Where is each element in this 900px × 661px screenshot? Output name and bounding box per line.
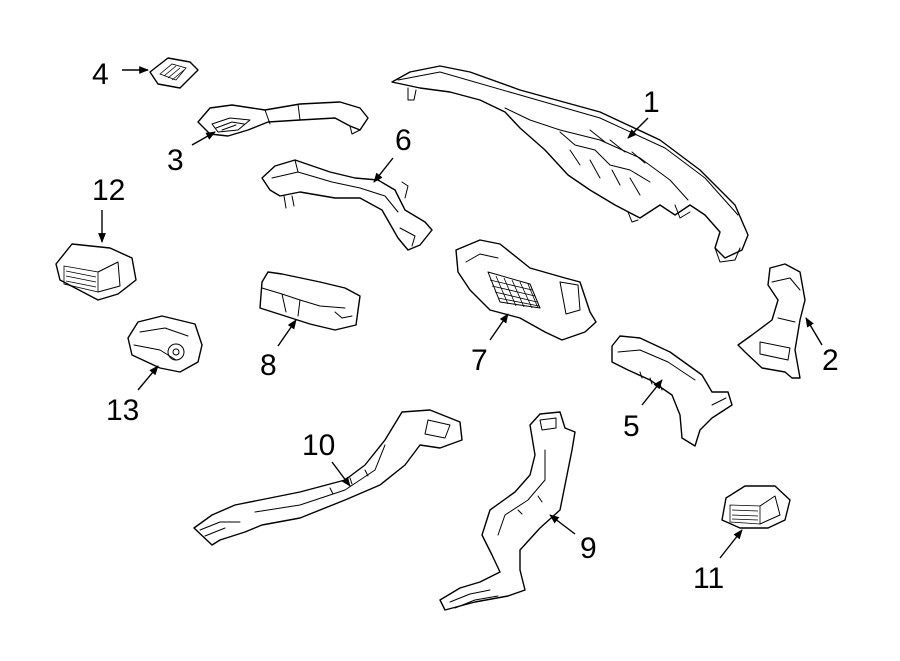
callout-label-2: 2 (822, 344, 839, 377)
part-12-vent (55, 243, 137, 301)
callout-2: 2 (805, 317, 839, 377)
callout-10: 10 (302, 429, 351, 487)
callout-label-5: 5 (623, 410, 640, 443)
part-4-small-vent (149, 57, 199, 89)
callout-5: 5 (623, 379, 663, 443)
part-8-box-duct (259, 271, 361, 331)
callout-label-12: 12 (92, 174, 125, 207)
callout-label-9: 9 (580, 532, 597, 565)
callout-7: 7 (471, 313, 509, 377)
callout-12: 12 (92, 174, 125, 243)
part-13-vent (127, 315, 203, 373)
callout-11: 11 (693, 529, 743, 595)
part-9-lower-duct (439, 411, 576, 611)
part-2-side-duct (737, 263, 806, 379)
part-6-upper-duct (261, 159, 433, 251)
callout-6: 6 (373, 124, 412, 183)
callout-label-8: 8 (260, 349, 277, 382)
callout-label-6: 6 (395, 124, 412, 157)
callout-label-13: 13 (106, 394, 139, 427)
callout-8: 8 (260, 319, 297, 382)
part-5-center-duct (611, 335, 733, 447)
callout-label-4: 4 (92, 58, 109, 91)
part-3-vent-duct (197, 101, 369, 137)
callout-label-1: 1 (643, 86, 660, 119)
callout-3: 3 (167, 131, 216, 177)
callout-13: 13 (106, 365, 159, 427)
callout-4: 4 (92, 58, 149, 91)
callout-9: 9 (549, 514, 597, 565)
callout-1: 1 (627, 86, 660, 139)
callout-label-3: 3 (167, 144, 184, 177)
callout-label-11: 11 (693, 562, 724, 595)
callout-label-10: 10 (302, 429, 335, 462)
callout-label-7: 7 (471, 344, 488, 377)
part-11-vent (721, 485, 791, 529)
part-7-grille-duct (455, 239, 597, 341)
part-10-floor-duct (193, 409, 463, 546)
part-1-main-duct (391, 65, 749, 263)
